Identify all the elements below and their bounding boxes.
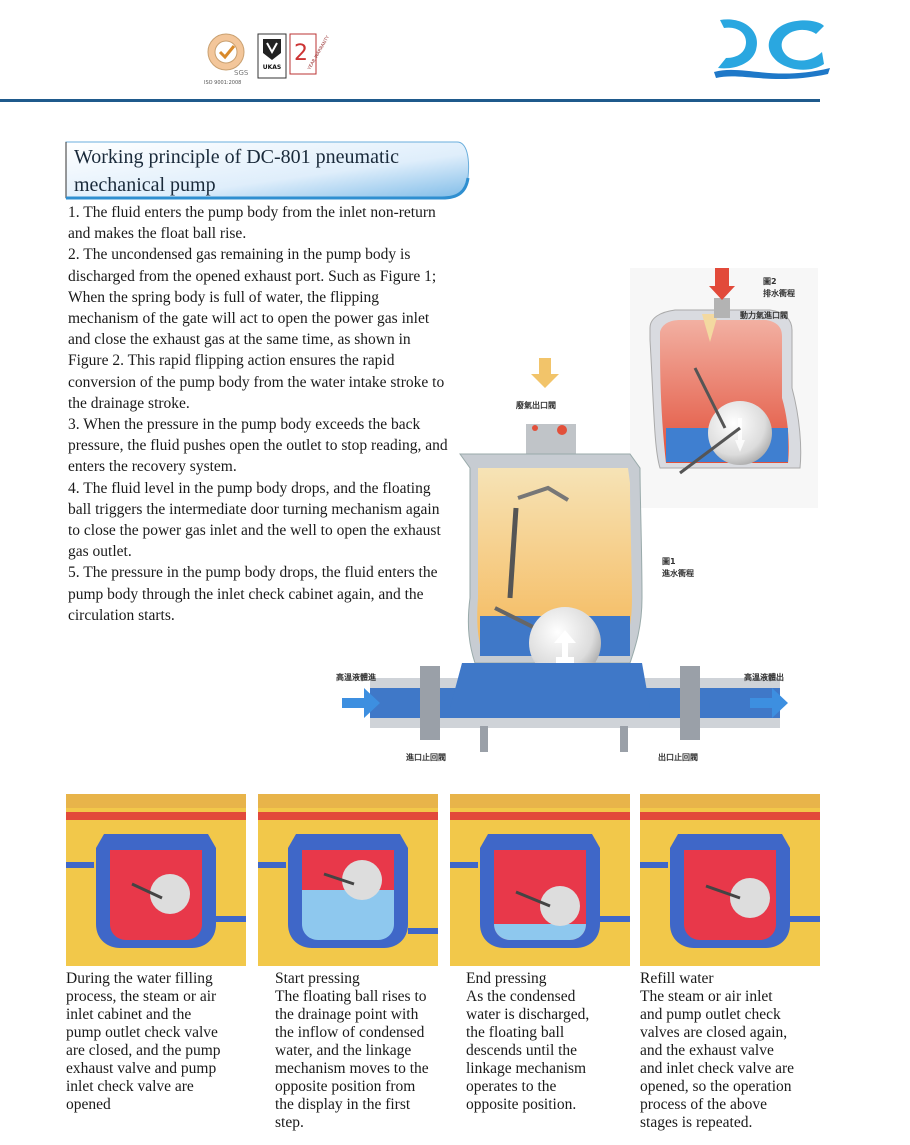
stage-panel-filling (66, 794, 246, 966)
figure-1-intake-stroke: 廢氣出口閥 圖1 進水衝程 (459, 358, 694, 679)
warranty-badge: 2 YEAR WARRANTY (289, 33, 331, 75)
svg-text:動力氣進口閥: 動力氣進口閥 (740, 310, 788, 320)
sgs-logo: SGS ISO 9001:2008 (204, 33, 249, 86)
svg-text:出口止回閥: 出口止回閥 (658, 752, 698, 762)
svg-text:圖1: 圖1 (662, 556, 676, 566)
header-divider (0, 99, 820, 102)
svg-text:ISO 9001:2008: ISO 9001:2008 (204, 80, 241, 86)
title-banner (65, 141, 470, 200)
svg-text:進口止回閥: 進口止回閥 (406, 752, 446, 762)
stage-panel-refill (640, 794, 820, 966)
caption-refill: Refill water The steam or air inlet and … (640, 970, 795, 1131)
stage-panel-end-pressing (450, 794, 630, 966)
step-3: 3. When the pressure in the pump body ex… (68, 416, 448, 476)
svg-text:排水衝程: 排水衝程 (763, 288, 795, 298)
step-4: 4. The fluid level in the pump body drop… (68, 479, 441, 561)
svg-text:UKAS: UKAS (263, 64, 282, 71)
svg-text:SGS: SGS (234, 69, 249, 77)
svg-text:DC: DC (771, 79, 773, 81)
certification-logos: SGS ISO 9001:2008 UKAS 2 YEAR WARRANTY (204, 33, 331, 86)
step-1: 1. The fluid enters the pump body from t… (68, 204, 436, 243)
stage-panel-start-pressing (258, 794, 438, 966)
svg-text:進水衝程: 進水衝程 (662, 568, 694, 578)
pipe-assembly: 高溫液體進 高溫液體出 進口止回閥 出口止回閥 (336, 663, 788, 762)
steps-list: 1. The fluid enters the pump body from t… (68, 202, 450, 626)
caption-end-pressing: End pressing As the condensed water is d… (466, 970, 590, 1113)
caption-filling: During the water filling process, the st… (66, 970, 221, 1113)
svg-text:2: 2 (294, 41, 308, 66)
ukas-logo: UKAS (257, 33, 287, 79)
brand-logo: DC (714, 19, 830, 81)
figure-2-drain-stroke: 圖2 排水衝程 動力氣進口閥 (630, 268, 818, 508)
caption-start-pressing: Start pressing The floating ball rises t… (275, 970, 429, 1131)
step-5: 5. The pressure in the pump body drops, … (68, 564, 438, 624)
svg-text:高溫液體進: 高溫液體進 (336, 672, 376, 682)
pump-diagram: 圖2 排水衝程 動力氣進口閥 廢氣出口閥 圖1 進水衝程 高溫液體進 高溫液體出 (336, 268, 818, 762)
svg-text:廢氣出口閥: 廢氣出口閥 (515, 400, 556, 410)
page-title: Working principle of DC-801 pneumatic me… (74, 146, 399, 196)
step-2: 2. The uncondensed gas remaining in the … (68, 246, 445, 412)
svg-text:高溫液體出: 高溫液體出 (744, 672, 784, 682)
svg-text:圖2: 圖2 (763, 276, 777, 286)
